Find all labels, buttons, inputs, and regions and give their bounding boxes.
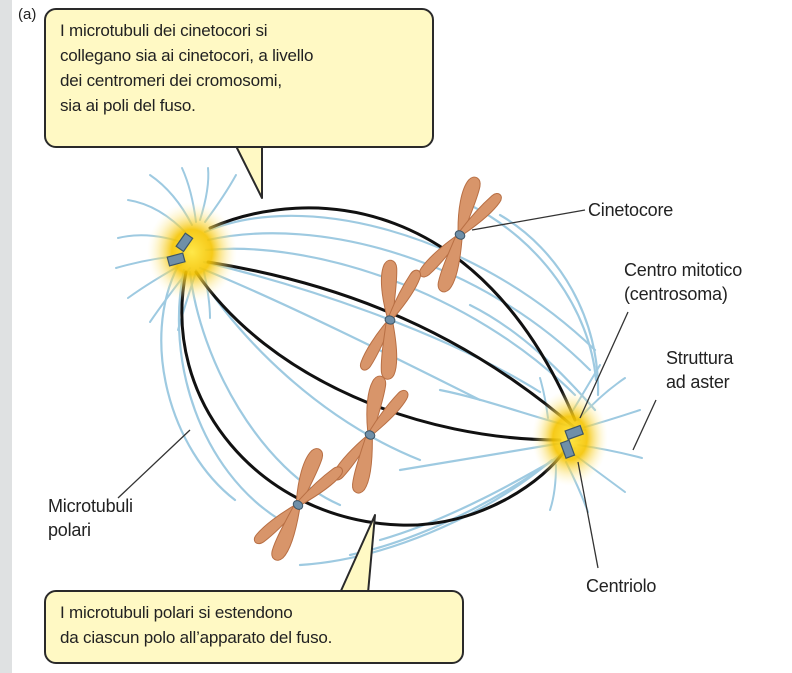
- label-centro-line-1: Centro mitotico: [624, 258, 742, 282]
- callout-kinetochore-microtubules: I microtubuli dei cinetocori si collegan…: [44, 8, 434, 148]
- label-centriolo: Centriolo: [586, 574, 656, 598]
- callout-top-line-4: sia ai poli del fuso.: [60, 93, 418, 118]
- chromosome-4: [248, 446, 346, 563]
- kinetochore-microtubules: [182, 208, 575, 525]
- label-polari-line-1: Microtubuli: [48, 494, 133, 518]
- panel-label: (a): [18, 6, 36, 23]
- callout-bottom-line-1: I microtubuli polari si estendono: [60, 600, 448, 625]
- label-cinetocore: Cinetocore: [588, 198, 673, 222]
- callout-bottom-pointer: [340, 515, 375, 593]
- callout-top-line-1: I microtubuli dei cinetocori si: [60, 18, 418, 43]
- chromosome-2: [355, 259, 422, 381]
- callout-bottom-line-2: da ciascun polo all’apparato del fuso.: [60, 625, 448, 650]
- centrosome-left: [147, 202, 237, 302]
- label-aster-line-1: Struttura: [666, 346, 733, 370]
- label-microtubuli-polari: Microtubuli polari: [48, 494, 133, 542]
- label-polari-line-2: polari: [48, 518, 133, 542]
- callout-top-line-3: dei centromeri dei cromosomi,: [60, 68, 418, 93]
- chromosome-1: [413, 175, 504, 295]
- callout-polar-microtubules: I microtubuli polari si estendono da cia…: [44, 590, 464, 664]
- label-centro-line-2: (centrosoma): [624, 282, 742, 306]
- label-centro-mitotico: Centro mitotico (centrosoma): [624, 258, 742, 306]
- callout-top-pointer: [236, 146, 262, 198]
- callout-top-line-2: collegano sia ai cinetocori, a livello: [60, 43, 418, 68]
- label-aster-line-2: ad aster: [666, 370, 733, 394]
- label-struttura-aster: Struttura ad aster: [666, 346, 733, 394]
